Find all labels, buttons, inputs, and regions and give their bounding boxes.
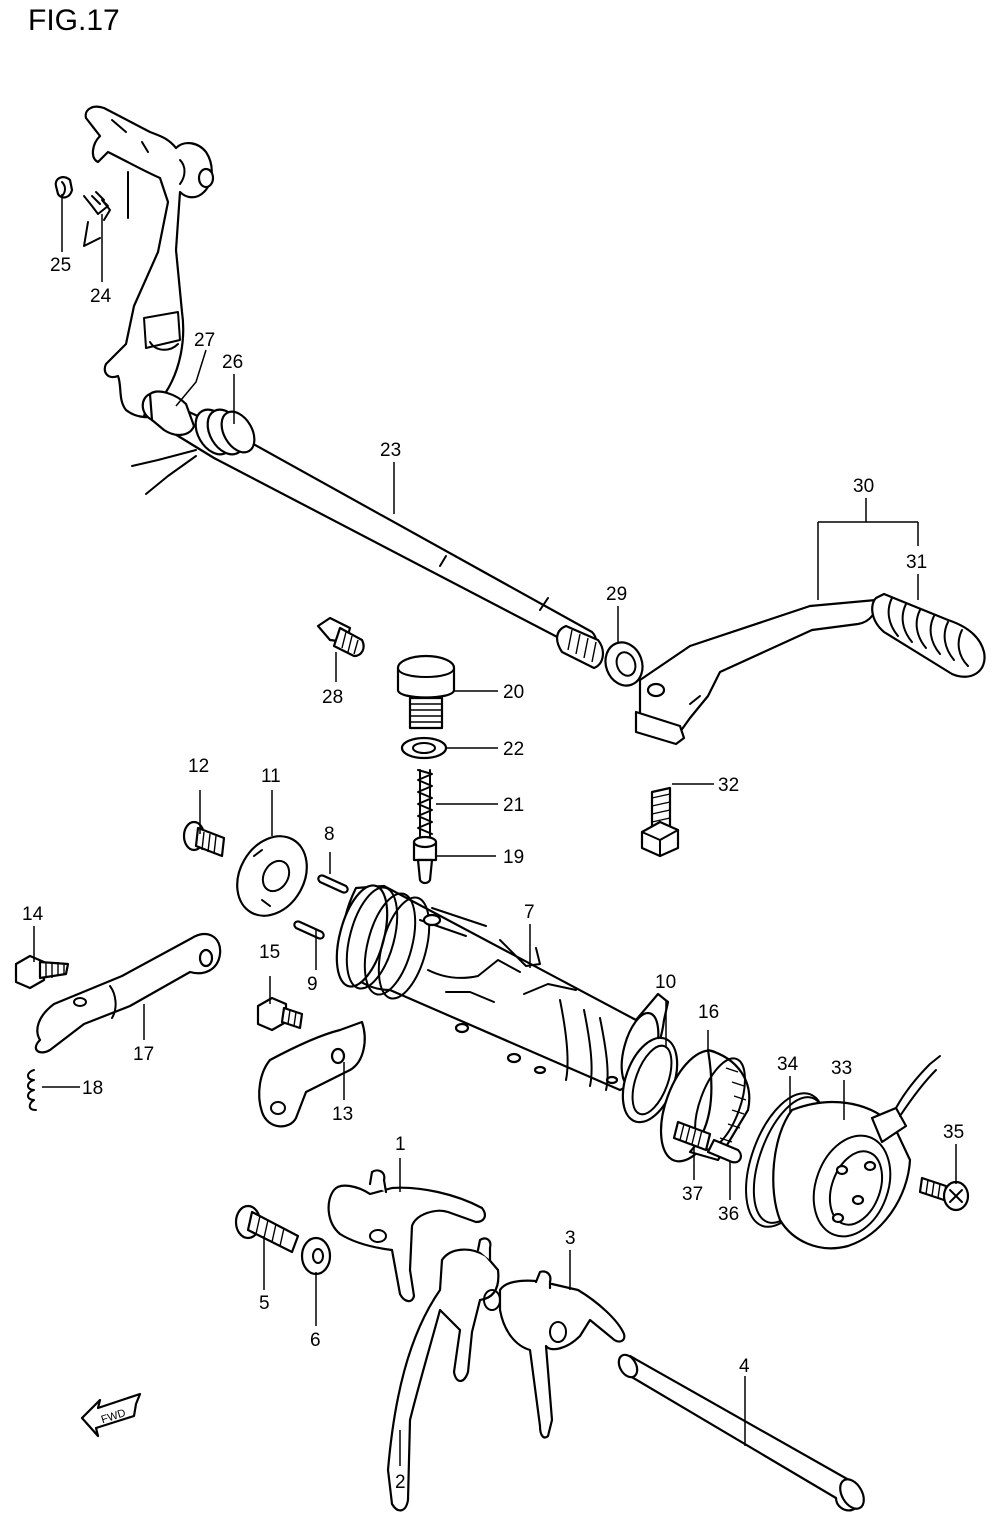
callout-3: 3: [565, 1228, 576, 1249]
callout-19: 19: [503, 847, 524, 868]
screw-12: [182, 820, 226, 858]
oil-seal-29: [604, 641, 644, 687]
callout-6: 6: [310, 1330, 321, 1351]
callout-11: 11: [261, 766, 281, 787]
stopper-19: [412, 835, 438, 885]
pin-36: [706, 1138, 742, 1164]
callout-9: 9: [307, 974, 318, 995]
callout-21: 21: [503, 795, 524, 816]
figure-title: FIG.17: [28, 4, 120, 37]
callout-20: 20: [503, 682, 524, 703]
gearshift-lever-30: [634, 598, 878, 746]
pin-8: [317, 874, 349, 894]
callout-28: 28: [322, 687, 343, 708]
pin-9: [293, 920, 325, 940]
gearshift-arm: [84, 105, 215, 419]
callout-10: 10: [655, 972, 676, 993]
callout-33: 33: [831, 1058, 852, 1079]
callout-15: 15: [259, 942, 280, 963]
screw-5: [234, 1204, 300, 1254]
callout-14: 14: [22, 904, 44, 925]
callout-labels: 1 2 3 4 5 6 7 8 9 10 11 12 13 14 15 16 1…: [22, 255, 964, 1493]
callout-18: 18: [82, 1078, 103, 1099]
shift-fork-shaft-4: [617, 1353, 865, 1512]
gasket-22: [400, 736, 448, 760]
fwd-direction-arrow: FWD: [80, 1392, 142, 1438]
callout-27: 27: [194, 330, 215, 351]
callout-4: 4: [739, 1356, 750, 1377]
callout-1: 1: [395, 1134, 406, 1155]
callout-22: 22: [503, 739, 524, 760]
washer-6: [300, 1236, 332, 1276]
callout-29: 29: [606, 584, 627, 605]
callout-17: 17: [133, 1044, 154, 1065]
clip-25: [54, 176, 74, 199]
callout-37: 37: [682, 1184, 703, 1205]
callout-32: 32: [718, 775, 739, 796]
callout-2: 2: [395, 1472, 406, 1493]
callout-24: 24: [90, 286, 112, 307]
bolt-15: [256, 996, 304, 1032]
spring-pin-24: [83, 191, 111, 247]
callout-26: 26: [222, 352, 243, 373]
callout-16: 16: [698, 1002, 719, 1023]
callout-35: 35: [943, 1122, 964, 1143]
stopper-plate-13: [258, 1020, 366, 1128]
lever-rubber-31: [871, 592, 986, 678]
gearshift-cam-drum-7: [335, 884, 670, 1092]
gear-position-switch-33: [772, 1055, 941, 1250]
bolt-32: [640, 786, 680, 858]
bolt-28: [316, 616, 365, 658]
gearshift-shaft: [131, 390, 604, 670]
shift-fork-2: [386, 1237, 501, 1512]
callout-5: 5: [259, 1293, 270, 1314]
callout-30: 30: [853, 476, 874, 497]
callout-12: 12: [188, 756, 209, 777]
callout-13: 13: [332, 1104, 353, 1125]
spring-21: [417, 769, 433, 837]
plug-bolt-20: [396, 654, 456, 730]
shift-fork-1: [327, 1169, 486, 1303]
callout-34: 34: [777, 1054, 799, 1075]
cam-plate-11: [236, 835, 308, 917]
leader-lines: [33, 194, 957, 1466]
callout-36: 36: [718, 1204, 739, 1225]
callout-25: 25: [50, 255, 71, 276]
callout-7: 7: [524, 902, 535, 923]
callout-31: 31: [906, 552, 927, 573]
bolt-14: [14, 954, 70, 990]
bolt-35: [918, 1176, 970, 1212]
callout-8: 8: [324, 824, 335, 845]
pin-37: [672, 1120, 712, 1152]
shift-fork-3: [498, 1270, 626, 1439]
callout-23: 23: [380, 440, 401, 461]
spring-18: [27, 1069, 37, 1111]
cam-stopper-plate-17: [34, 932, 222, 1054]
